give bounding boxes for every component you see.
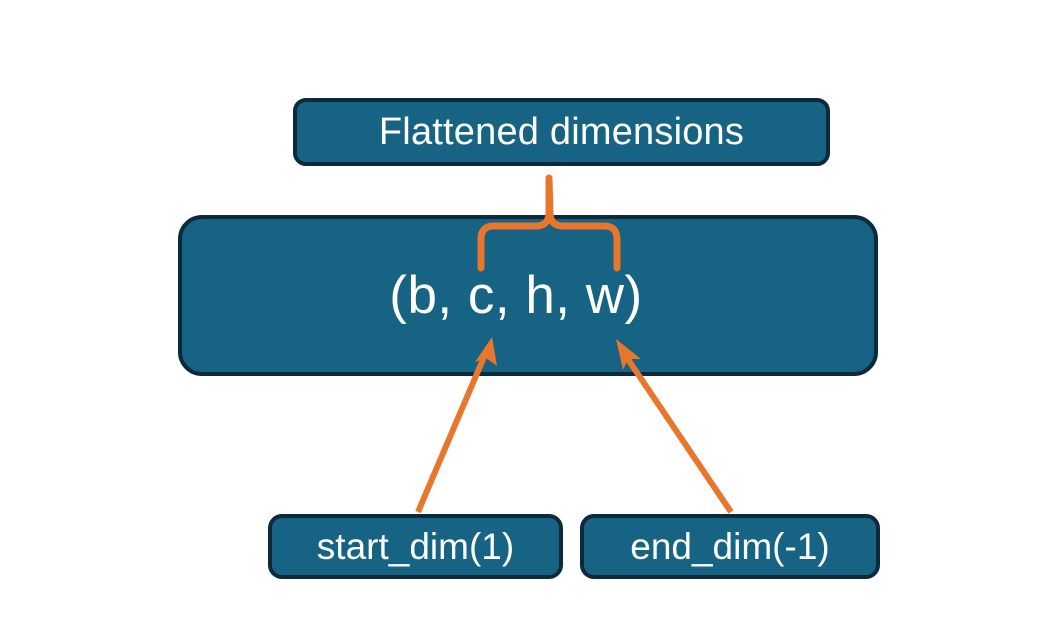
tensor-shape-box[interactable]: (b, c, h, w) <box>178 215 878 376</box>
end-dim-label: end_dim(-1) <box>630 526 830 567</box>
end-dim-box[interactable]: end_dim(-1) <box>580 514 880 579</box>
tensor-shape-label: (b, c, h, w) <box>389 266 643 325</box>
start-dim-label: start_dim(1) <box>316 526 515 567</box>
flattened-dimensions-box[interactable]: Flattened dimensions <box>293 98 830 166</box>
flattened-dimensions-label: Flattened dimensions <box>378 111 745 153</box>
end-dim-arrow-shaft <box>620 350 734 514</box>
start-dim-box[interactable]: start_dim(1) <box>268 514 563 579</box>
